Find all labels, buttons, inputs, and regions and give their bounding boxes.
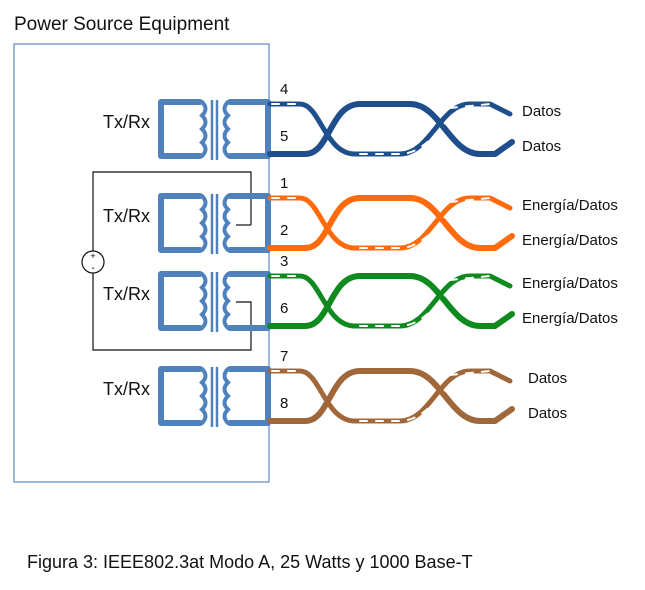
wire-label: Datos bbox=[522, 138, 561, 155]
source-plus: + bbox=[90, 251, 95, 261]
transformer-icon bbox=[158, 366, 271, 427]
wire-label: Energía/Datos bbox=[522, 197, 618, 214]
wire-stripe bbox=[449, 197, 491, 203]
wire-stripe bbox=[359, 389, 446, 422]
wire-stripe bbox=[359, 216, 446, 249]
transformer-icon bbox=[158, 271, 271, 332]
transformer-icon bbox=[158, 193, 271, 254]
wire-pin-3 bbox=[267, 273, 513, 329]
pse-box bbox=[13, 43, 270, 483]
pin-number: 3 bbox=[280, 253, 288, 270]
txrx-label: Tx/Rx bbox=[103, 284, 150, 304]
pin-number: 7 bbox=[280, 348, 288, 365]
wire-pin-1 bbox=[267, 195, 513, 251]
dc-voltage-source-icon: + - bbox=[81, 250, 105, 274]
wire-stripe bbox=[359, 122, 446, 155]
wire-stripe bbox=[359, 294, 446, 327]
txrx-label: Tx/Rx bbox=[103, 206, 150, 226]
wire-stripe bbox=[449, 275, 491, 281]
pin-number: 2 bbox=[280, 222, 288, 239]
wire-label: Energía/Datos bbox=[522, 275, 618, 292]
power-wire-negative bbox=[92, 273, 252, 351]
wire-pin-4 bbox=[267, 101, 513, 157]
txrx-label: Tx/Rx bbox=[103, 112, 150, 132]
pin-number: 8 bbox=[280, 395, 288, 412]
pin-number: 1 bbox=[280, 175, 288, 192]
pin-number: 6 bbox=[280, 300, 288, 317]
wire-stripe bbox=[449, 370, 491, 376]
wire-label: Energía/Datos bbox=[522, 310, 618, 327]
wire-label: Energía/Datos bbox=[522, 232, 618, 249]
wire-pin-5 bbox=[267, 101, 515, 157]
source-minus: - bbox=[91, 263, 94, 274]
wire-label: Datos bbox=[528, 370, 567, 387]
wire-pin-6 bbox=[267, 273, 515, 329]
wire-label: Datos bbox=[528, 405, 567, 422]
pin-number: 5 bbox=[280, 128, 288, 145]
wire-pin-2 bbox=[267, 195, 515, 251]
transformer-icon bbox=[158, 99, 271, 160]
wire-pin-7 bbox=[267, 368, 513, 424]
pin-number: 4 bbox=[280, 81, 288, 98]
txrx-label: Tx/Rx bbox=[103, 379, 150, 399]
wire-label: Datos bbox=[522, 103, 561, 120]
diagram-title: Power Source Equipment bbox=[14, 14, 230, 35]
wire-stripe bbox=[449, 103, 491, 109]
power-feed-circuit: + - bbox=[81, 171, 252, 351]
wire-pin-8 bbox=[267, 368, 515, 424]
figure-caption: Figura 3: IEEE802.3at Modo A, 25 Watts y… bbox=[27, 552, 473, 572]
